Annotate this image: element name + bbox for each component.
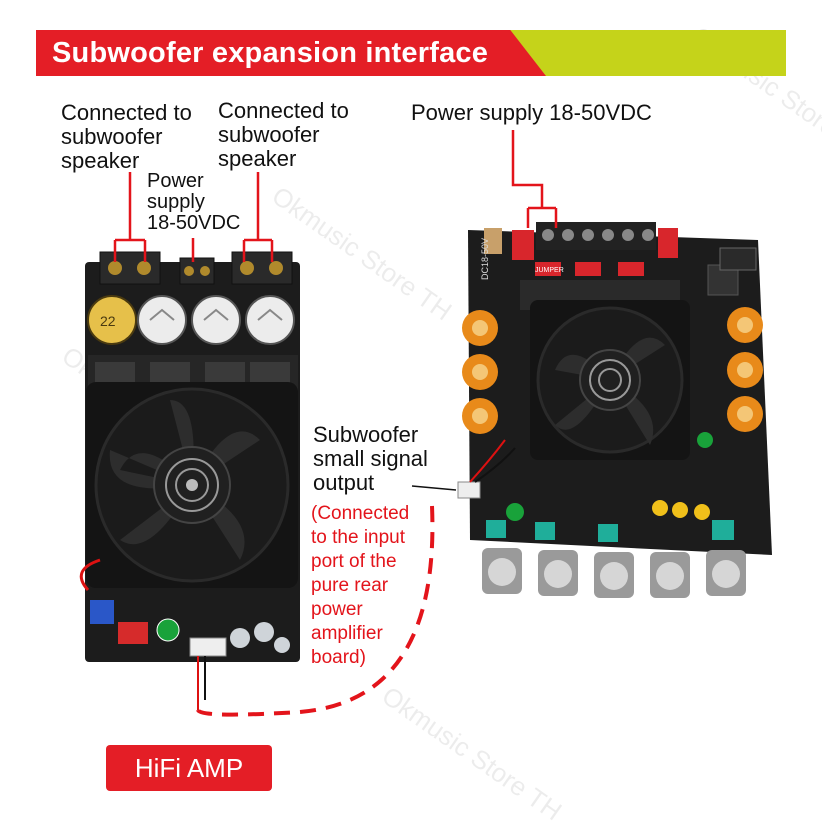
right-volume-knobs [482,548,746,598]
right-subwoofer-output-connector [457,481,481,499]
left-dip-switch [118,622,148,644]
label-subwoofer-output: Subwoofer small signal output [313,422,428,495]
page-title: Subwoofer expansion interface [52,37,489,69]
right-bluetooth-module [719,247,757,271]
label-speaker-left: Connected to subwoofer speaker [61,100,192,173]
label-output-note: (Connected to the input port of the pure… [311,503,410,668]
left-subwoofer-connector [189,637,227,657]
hifi-amp-badge: HiFi AMP [106,745,272,791]
left-potentiometer [90,600,114,624]
left-capacitors: 22 [87,295,295,345]
label-power-right: Power supply 18-50VDC [411,100,652,125]
header-banner-red-tab [36,30,546,76]
right-cooling-fan [530,300,690,460]
svg-text:JUMPER: JUMPER [535,267,564,274]
right-capacitors [462,307,763,521]
left-cooling-fan [86,382,298,588]
svg-text:DC18-50V: DC18-50V [480,238,490,280]
label-power-small: Power supply 18-50VDC [147,170,241,234]
label-speaker-right: Connected to subwoofer speaker [218,98,349,171]
right-power-jack [484,228,502,254]
svg-text:22: 22 [100,313,116,329]
